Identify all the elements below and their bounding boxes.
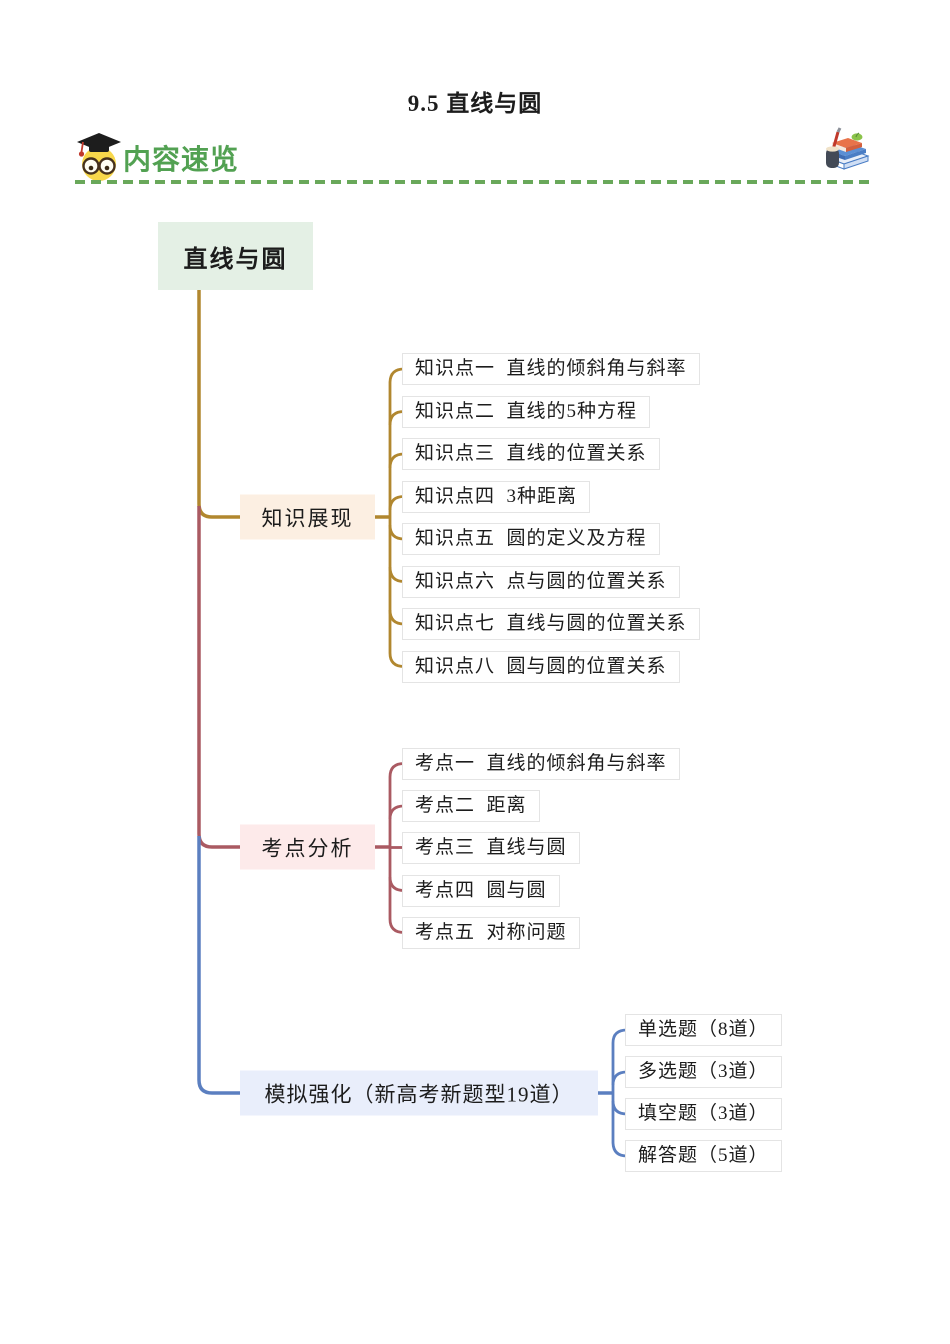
dashed-divider [75,180,872,184]
leaf-node: 知识点三 直线的位置关系 [402,438,660,470]
content-overview-header: 内容速览 [75,127,872,188]
leaf-node: 填空题（3道） [625,1098,782,1130]
leaf-node: 考点三 直线与圆 [402,831,580,864]
leaf-node: 单选题（8道） [625,1014,782,1046]
leaf-node: 知识点七 直线与圆的位置关系 [402,608,700,640]
leaf-node: 知识点四 3种距离 [402,480,591,513]
branch-node-practice: 模拟强化（新高考新题型19道） [240,1070,598,1116]
trunk-branch-1 [197,290,240,519]
owl-graduate-icon [75,132,123,182]
branch-node-examination: 考点分析 [240,824,375,870]
leaf-node: 多选题（3道） [625,1056,782,1088]
section-header-label: 内容速览 [123,143,240,176]
page-title: 9.5 直线与圆 [407,91,543,116]
leaf-node: 解答题（5道） [625,1140,782,1172]
leaf-node: 知识点五 圆的定义及方程 [402,523,660,555]
leaf-node: 考点四 圆与圆 [402,874,560,907]
leaf-node: 知识点二 直线的5种方程 [402,395,651,428]
branch-node-knowledge: 知识展现 [240,494,375,540]
leaf-node: 知识点八 圆与圆的位置关系 [402,650,680,683]
trunk-branch-3 [197,836,240,1095]
leaf-node: 知识点六 点与圆的位置关系 [402,565,680,598]
trunk-branch-2 [197,506,240,849]
books-stack-icon [816,124,872,176]
leaf-node: 考点一 直线的倾斜角与斜率 [402,747,680,780]
leaf-node: 考点五 对称问题 [402,916,580,949]
leaf-node: 知识点一 直线的倾斜角与斜率 [402,353,700,385]
leaf-node: 考点二 距离 [402,790,540,822]
mindmap-root-node: 直线与圆 [158,222,313,290]
